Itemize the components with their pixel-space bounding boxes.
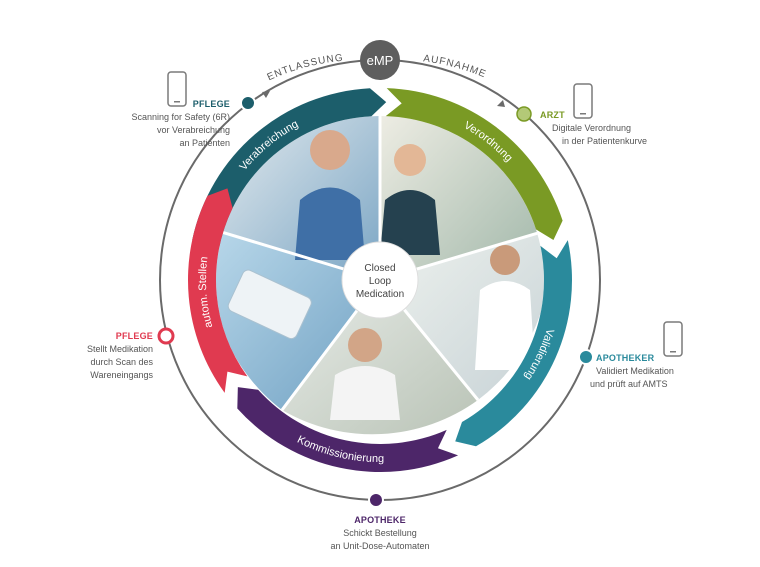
segment-arc-3 — [237, 387, 459, 472]
station-role: APOTHEKER — [596, 353, 655, 363]
station-dot-apotheker — [578, 349, 594, 365]
station-apotheker: APOTHEKER Validiert Medikation und prüft… — [590, 352, 730, 391]
ring-arrow-left — [262, 91, 270, 98]
station-role: APOTHEKE — [354, 515, 406, 525]
station-desc: Stellt Medikation — [86, 344, 153, 354]
station-desc: Wareneingangs — [90, 370, 153, 380]
center-circle — [341, 241, 419, 319]
photo-body — [475, 281, 535, 370]
photo-body — [330, 366, 400, 420]
photo-collage — [216, 116, 544, 435]
station-pflege-top: PFLEGE Scanning for Safety (6R) vor Vera… — [80, 98, 230, 150]
entlassung-label: ENTLASSUNG — [266, 53, 345, 84]
station-desc: an Unit-Dose-Automaten — [330, 541, 430, 551]
station-desc: und prüft auf AMTS — [590, 379, 668, 389]
center-line2: Loop — [369, 276, 392, 287]
phone-icons — [167, 71, 683, 357]
phone-icon — [167, 71, 187, 107]
station-dot-apotheke — [368, 492, 384, 508]
station-arzt: ARZT Digitale Verordnung in der Patiente… — [540, 109, 690, 148]
station-desc: durch Scan des — [90, 357, 153, 367]
emp-hub — [360, 40, 400, 80]
station-role: PFLEGE — [192, 99, 230, 109]
phone-icon — [573, 83, 593, 119]
station-role: ARZT — [540, 110, 565, 120]
photo-face — [490, 245, 520, 275]
station-dot-arzt — [516, 106, 532, 122]
station-dot-pflege-left — [157, 327, 175, 345]
photo-face — [348, 328, 382, 362]
photo-blister — [227, 269, 312, 340]
station-desc: an Patienten — [179, 138, 230, 148]
photo-dispensing — [282, 280, 478, 435]
photo-face — [394, 144, 426, 176]
photo-face — [310, 130, 350, 170]
emp-label: eMP — [367, 53, 394, 68]
photo-body — [380, 190, 440, 255]
segment-arc-1 — [385, 88, 563, 240]
center-line3: Medication — [356, 289, 404, 300]
center-line1: Closed — [364, 263, 395, 274]
station-desc: Scanning for Safety (6R) — [131, 112, 230, 122]
station-desc: vor Verabreichung — [156, 125, 230, 135]
station-desc: Digitale Verordnung — [552, 123, 632, 133]
segment-arc-2 — [455, 240, 572, 447]
station-desc: in der Patientenkurve — [562, 136, 648, 146]
segment-arc-4 — [188, 188, 248, 393]
station-dot-pflege-top — [240, 95, 256, 111]
station-desc: Schickt Bestellung — [343, 528, 417, 538]
station-pflege-left: PFLEGE Stellt Medikation durch Scan des … — [20, 330, 153, 382]
station-apotheke: APOTHEKE Schickt Bestellung an Unit-Dose… — [300, 514, 460, 553]
photo-body — [295, 187, 365, 260]
ring-arrow-right — [497, 100, 505, 107]
station-desc: Validiert Medikation — [596, 366, 674, 376]
station-role: PFLEGE — [115, 331, 153, 341]
phone-icon — [663, 321, 683, 357]
